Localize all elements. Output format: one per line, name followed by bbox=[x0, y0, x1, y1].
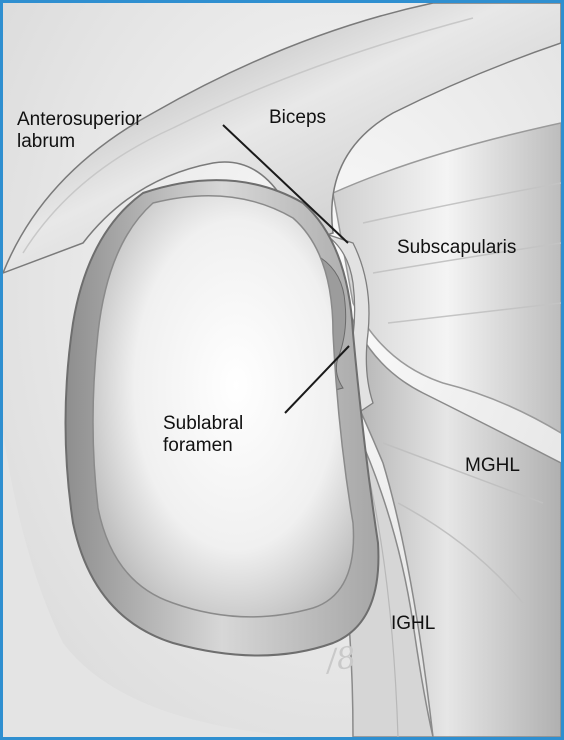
glenoid-surface bbox=[93, 196, 354, 617]
label-anterosuperior-labrum: Anterosuperior labrum bbox=[17, 109, 142, 153]
label-sublabral-line1: Sublabral bbox=[163, 413, 243, 435]
label-ighl: IGHL bbox=[391, 613, 435, 635]
label-anterosuperior-line1: Anterosuperior bbox=[17, 109, 142, 131]
label-sublabral-line2: foramen bbox=[163, 435, 243, 457]
label-biceps: Biceps bbox=[269, 107, 326, 129]
label-mghl: MGHL bbox=[465, 455, 520, 477]
label-sublabral-foramen: Sublabral foramen bbox=[163, 413, 243, 457]
label-subscapularis: Subscapularis bbox=[397, 237, 516, 259]
label-anterosuperior-line2: labrum bbox=[17, 131, 142, 153]
